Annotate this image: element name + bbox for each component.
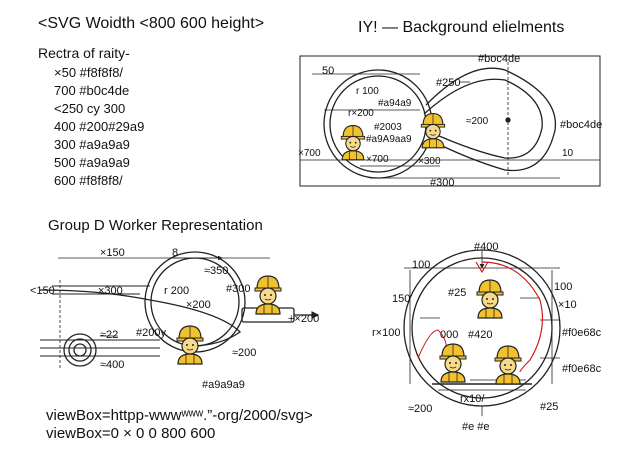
panel-b-label: ×300 <box>98 285 123 297</box>
panel-c-label: 100 <box>554 281 572 293</box>
panel-a-label: ≈200 <box>466 116 489 127</box>
panel-c-label: 150 <box>392 293 410 305</box>
panel-b-label: <150 <box>30 285 55 297</box>
panel-a-figure-eight <box>299 55 601 187</box>
panel-b-label: ≈22 <box>100 329 118 341</box>
group-d-title: Group D Worker Representation <box>48 217 263 234</box>
panel-a-label: #2003 <box>374 122 402 133</box>
rect-line-7: 600 #f8f8f8/ <box>54 173 123 188</box>
worker-icon <box>420 113 446 149</box>
panel-c-red-marker <box>475 261 489 274</box>
panel-a-label: r 100 <box>356 86 379 97</box>
panel-b-label: ≈400 <box>100 359 124 371</box>
panel-c-label: #f0e68c <box>562 363 602 375</box>
panel-c-label: #25 <box>540 401 558 413</box>
panel-b-label: ×150 <box>100 247 125 259</box>
panel-b-label: #300 <box>226 283 250 295</box>
panel-b-label: ≈350 <box>204 265 228 277</box>
panel-b-label: 8 <box>172 247 178 259</box>
panel-a-right-loop-outer <box>425 67 557 172</box>
viewbox-value-line: viewBox=0 × 0 0 800 600 <box>46 425 216 442</box>
panel-c-label: ×10 <box>558 299 577 311</box>
panel-b-curve <box>39 289 242 347</box>
panel-b-label: ×200 <box>186 299 211 311</box>
panel-a-label: #a94a9 <box>378 98 412 109</box>
panel-a-label: ×700 <box>298 148 321 159</box>
panel-a-label: #250 <box>436 77 460 89</box>
panel-b-label: #200y <box>136 327 166 339</box>
worker-icon <box>476 279 504 319</box>
panel-b-label: #a9a9a9 <box>202 379 245 391</box>
panel-a-label: #300 <box>430 177 454 189</box>
svg-size-title: <SVG Woidth <800 600 height> <box>38 15 265 32</box>
panel-b-coil <box>63 333 97 367</box>
panel-b-track <box>39 251 320 370</box>
panel-a-label: ×300 <box>418 156 441 167</box>
worker-icon <box>176 325 204 365</box>
panel-c-label: #400 <box>474 241 498 253</box>
rect-line-6: 500 #a9a9a9 <box>54 155 130 170</box>
panel-b-label: r 200 <box>164 285 189 297</box>
panel-c-label: #25 <box>448 287 466 299</box>
panel-a-label: 10 <box>562 148 574 159</box>
panel-c-label: r×100 <box>372 327 400 339</box>
panel-c-inner-ring <box>411 257 553 399</box>
background-elements-title: IY! — Background elielments <box>358 19 565 36</box>
panel-a-label: #a9A9aa9 <box>366 134 412 145</box>
panel-a-frame <box>299 55 601 187</box>
worker-icon <box>254 275 282 315</box>
panel-c-label: ≈200 <box>408 403 432 415</box>
rect-line-4: 400 #200#29a9 <box>54 119 145 134</box>
panel-c-label: #e #e <box>462 421 490 433</box>
panel-a-label: #boc4de <box>560 119 602 131</box>
rect-line-3: <250 cy 300 <box>54 101 126 116</box>
panel-c-label: rx10/ <box>460 393 485 405</box>
viewbox-namespace-line: viewBox=httpp-wwwʷʷʷ.”-org/2000/svg> <box>46 407 313 424</box>
panel-c-label: #420 <box>468 329 492 341</box>
worker-icon <box>494 345 522 385</box>
worker-icon <box>340 125 366 161</box>
panel-c-red-hook <box>417 329 447 359</box>
panel-a-label: #boc4de <box>478 53 520 65</box>
panel-b-label: ≈200 <box>232 347 256 359</box>
panel-b-label: +×200 <box>288 313 319 325</box>
panel-c-label: #f0e68c <box>562 327 602 339</box>
panel-c-label: 000 <box>440 329 458 341</box>
rect-line-1: ×50 #f8f8f8/ <box>54 65 124 80</box>
panel-c-red-arc <box>481 261 544 373</box>
panel-a-right-loop-inner <box>423 78 543 159</box>
rect-line-2: 700 #b0c4de <box>54 83 130 98</box>
rect-line-5: 300 #a9a9a9 <box>54 137 130 152</box>
rect-heading: Rectra of raity- <box>38 45 130 61</box>
panel-a-label: 50 <box>322 65 334 77</box>
panel-c-outer-ring <box>403 249 561 407</box>
panel-a-label: r×200 <box>348 108 374 119</box>
worker-icon <box>439 343 467 383</box>
panel-c-label: 100 <box>412 259 430 271</box>
panel-a-label: ×700 <box>366 154 389 165</box>
